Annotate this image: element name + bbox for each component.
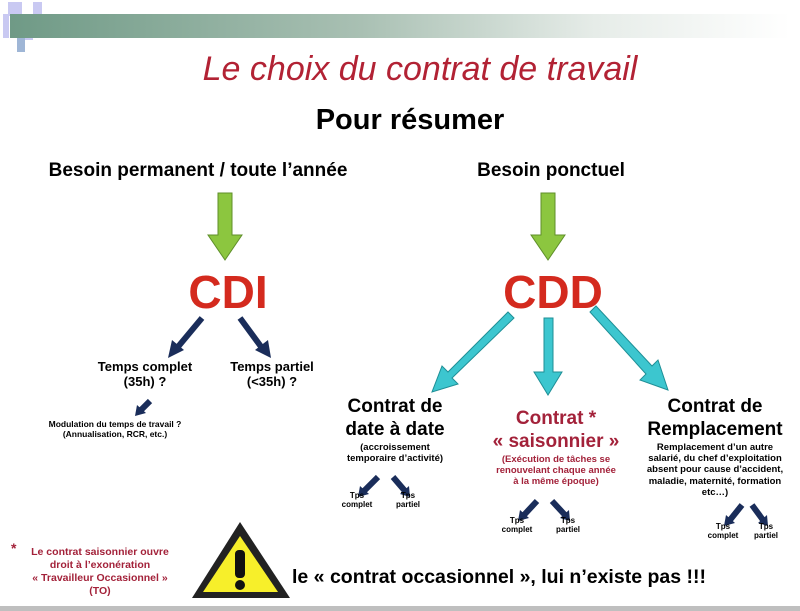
tps-label: Tps xyxy=(400,491,416,500)
need-permanent: Besoin permanent / toute l’année xyxy=(48,160,348,181)
type-line2: date à date xyxy=(345,418,445,440)
navy-arrow-icon xyxy=(135,405,146,416)
slide-subtitle: Pour résumer xyxy=(315,104,505,136)
tps-label: partiel xyxy=(555,525,581,535)
type-desc: maladie, maternité, formation xyxy=(648,475,782,487)
green-arrow-icon xyxy=(207,192,243,261)
bottom-divider xyxy=(0,606,800,611)
cyan-arrow-icon xyxy=(589,305,669,391)
temps-partiel: Temps partiel (<35h) ? xyxy=(230,359,314,390)
type-line2: « saisonnier » xyxy=(492,430,620,452)
decor-square xyxy=(3,14,9,38)
type-desc: (accroissement xyxy=(360,441,430,453)
need-ponctuel: Besoin ponctuel xyxy=(477,160,625,181)
tps-label: Tps xyxy=(349,491,365,500)
type-line1: Contrat de xyxy=(667,396,763,417)
navy-arrow-icon xyxy=(255,340,271,358)
footnote-star: * xyxy=(11,540,17,556)
footnote-line: (TO) xyxy=(89,585,111,598)
footnote: Le contrat saisonnier ouvre droit à l’ex… xyxy=(31,546,169,599)
contrat-date-a-date: Contrat de date à date (accroissement te… xyxy=(345,396,444,464)
footnote-line: Le contrat saisonnier ouvre xyxy=(31,546,169,558)
type-desc: à la même époque) xyxy=(513,476,599,488)
cdi-label: CDI xyxy=(188,266,268,318)
tps-label: complet xyxy=(501,525,533,535)
cyan-arrow-icon xyxy=(431,311,515,393)
type-desc: absent pour cause d’accident, xyxy=(646,464,784,476)
navy-arrow-icon xyxy=(358,486,369,497)
navy-arrow-icon xyxy=(758,515,768,526)
temps-complet-line1: Temps complet xyxy=(97,359,193,374)
green-arrow-icon xyxy=(530,192,566,261)
navy-arrow-icon xyxy=(560,510,570,521)
warning-icon xyxy=(192,522,290,598)
decor-square xyxy=(8,2,22,16)
type-desc: Remplacement d’un autre xyxy=(656,441,774,453)
contrat-remplacement: Contrat de Remplacement Remplacement d’u… xyxy=(647,396,783,499)
type-desc: (Exécution de tâches se xyxy=(501,453,611,465)
tps-label: partiel xyxy=(753,531,779,541)
type-desc: salarié, du chef d’exploitation xyxy=(648,452,782,464)
decor-square xyxy=(17,38,25,52)
tps-label: Tps xyxy=(560,516,576,525)
type-desc: renouvelant chaque année xyxy=(496,464,616,476)
tps-label: Tps xyxy=(758,522,774,531)
type-line1: Contrat de xyxy=(347,396,443,417)
navy-arrow-icon xyxy=(400,486,410,497)
navy-arrow-icon xyxy=(518,510,529,521)
temps-partiel-line1: Temps partiel xyxy=(230,359,314,374)
navy-arrows xyxy=(138,316,766,522)
navy-arrow-icon xyxy=(168,340,184,358)
tps-label: complet xyxy=(707,531,739,541)
cdd-label: CDD xyxy=(503,266,603,318)
type-desc: etc…) xyxy=(701,487,729,499)
type-line2: Remplacement xyxy=(647,418,783,440)
footnote-line: « Travailleur Occasionnel » xyxy=(32,572,168,585)
tps-label: complet xyxy=(341,500,373,510)
cyan-arrow-icon xyxy=(533,317,563,396)
tps-label: partiel xyxy=(395,500,421,510)
tps-label: Tps xyxy=(509,516,525,525)
footnote-line: droit à l’exonération xyxy=(49,559,151,572)
warning-text: le « contrat occasionnel », lui n’existe… xyxy=(292,566,706,588)
tps-label: Tps xyxy=(715,522,731,531)
temps-complet-line2: (35h) ? xyxy=(123,373,167,389)
navy-arrow-icon xyxy=(724,515,735,526)
temps-partiel-line2: (<35h) ? xyxy=(246,373,298,389)
header-bar xyxy=(10,14,790,38)
contrat-saisonnier: Contrat * « saisonnier » (Exécution de t… xyxy=(493,408,620,488)
type-line1: Contrat * xyxy=(515,408,597,429)
modulation-line1: Modulation du temps de travail ? xyxy=(48,419,182,429)
modulation: Modulation du temps de travail ? (Annual… xyxy=(48,419,182,440)
temps-complet: Temps complet (35h) ? xyxy=(97,359,193,390)
slide-title: Le choix du contrat de travail xyxy=(202,50,638,88)
type-desc: temporaire d’activité) xyxy=(346,452,444,464)
modulation-line2: (Annualisation, RCR, etc.) xyxy=(62,428,168,439)
